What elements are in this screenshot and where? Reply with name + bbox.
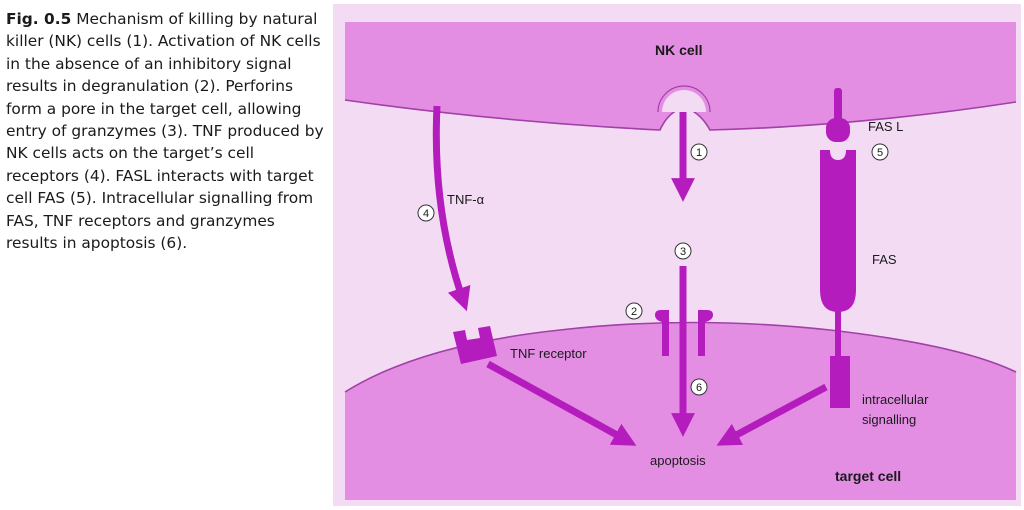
step-marker-3-circle [674, 242, 692, 260]
step-marker-6: 6 [696, 382, 702, 394]
intracellular-signalling-block [830, 356, 850, 408]
tnf-receptor-to-apoptosis-arrow [486, 360, 637, 446]
fas-ligand-stalk [834, 88, 842, 124]
step-marker-1-circle [690, 143, 708, 161]
fas-receptor [820, 150, 856, 312]
step-marker-2: 2 [631, 306, 637, 318]
figure-caption: Fig. 0.5 Mechanism of killing by natural… [6, 8, 324, 254]
degranulation-pit [657, 85, 711, 113]
step-marker-1: 1 [696, 147, 702, 159]
step-marker-3: 3 [680, 246, 686, 258]
step-marker-2-circle [625, 302, 643, 320]
nk-cell-body [345, 22, 1016, 130]
step-marker-4-circle [417, 204, 435, 222]
perforin-pore-right [698, 310, 713, 356]
target-cell-membrane [344, 321, 1017, 393]
target-cell-label: target cell [835, 468, 901, 484]
intracellular-label-line2: signalling [862, 412, 916, 427]
caption-text: Mechanism of killing by natural killer (… [6, 10, 324, 253]
fas-transmembrane [835, 310, 841, 356]
tnf-receptor-label: TNF receptor [510, 346, 587, 361]
fas-ligand-head [826, 118, 850, 142]
perforin-pore-left [655, 310, 669, 356]
fas-label: FAS [872, 252, 897, 267]
tnf-receptor [453, 326, 497, 364]
step-marker-4: 4 [423, 208, 429, 220]
fas-signal-to-apoptosis-arrow [716, 383, 828, 446]
step-marker-5-circle [871, 143, 889, 161]
step-marker-6-circle [690, 378, 708, 396]
nk-cell-label: NK cell [655, 42, 702, 58]
tnf-alpha-label: TNF-α [447, 192, 485, 207]
apoptosis-label: apoptosis [650, 453, 706, 468]
intracellular-label-line1: intracellular [862, 392, 929, 407]
step-marker-5: 5 [877, 147, 883, 159]
degranulation-pit-inner [662, 90, 706, 112]
fas-ligand-label: FAS L [868, 119, 903, 134]
tnf-alpha-arrow [432, 105, 471, 312]
figure-label: Fig. 0.5 [6, 10, 72, 28]
